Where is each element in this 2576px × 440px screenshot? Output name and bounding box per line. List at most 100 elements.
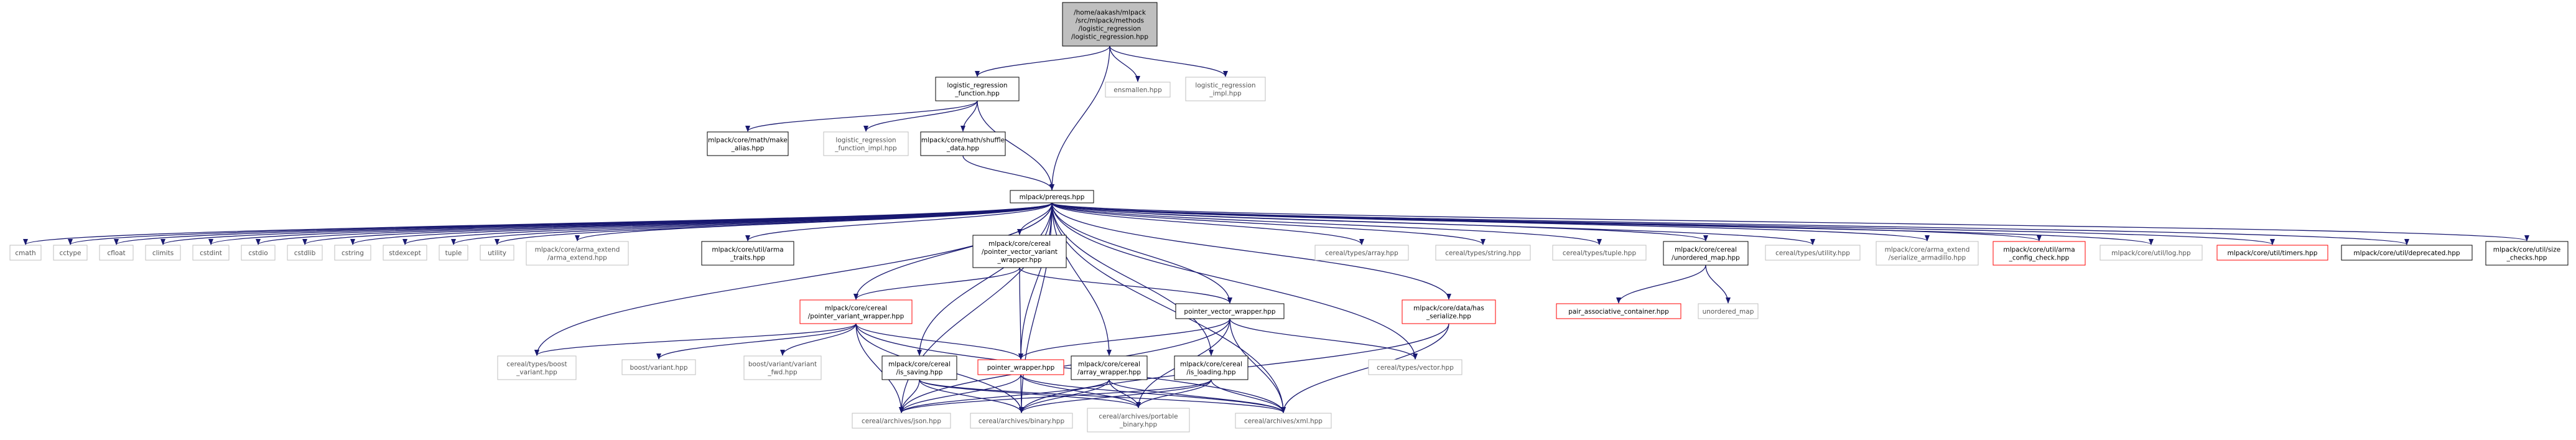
edge-root-to-lrf [975,45,1110,77]
node-box [383,245,427,261]
node-label: pair_associative_container.hpp [1568,308,1669,316]
node-box [1552,245,1647,261]
node-label: _serialize.hpp [1426,313,1471,321]
node-label: _data.hpp [946,145,980,152]
node-box [1062,2,1158,47]
node-array_wrapper[interactable]: mlpack/core/cereal/array_wrapper.hpp [1071,355,1148,380]
node-box [1010,190,1094,204]
node-box [701,241,794,266]
node-label: cereal/archives/binary.hpp [979,418,1065,425]
node-ct_vector: cereal/types/vector.hpp [1368,359,1462,375]
node-label: mlpack/core/math/make [708,137,788,144]
node-unordered_map: unordered_map [1698,303,1759,319]
node-unordered_map_hpp[interactable]: mlpack/core/cereal/unordered_map.hpp [1663,241,1749,266]
node-cstring: cstring [334,245,371,261]
node-pvw[interactable]: mlpack/core/cereal/pointer_variant_wrapp… [799,299,913,324]
edge-root-to-prereqs [1049,45,1110,190]
node-label: cereal/types/array.hpp [1325,250,1398,257]
node-label: _variant.hpp [516,369,557,377]
node-cstdlib: cstdlib [287,245,323,261]
edge-pvvw-to-pw [1018,267,1023,360]
node-box [743,355,822,380]
node-stdexcept: stdexcept [383,245,427,261]
node-label: _wrapper.hpp [997,256,1041,264]
node-pvecw[interactable]: pointer_vector_wrapper.hpp [1175,303,1285,319]
node-arma_traits[interactable]: mlpack/core/util/arma_traits.hpp [701,241,794,266]
node-root[interactable]: /home/aakash/mlpack/src/mlpack/methods/l… [1062,2,1158,47]
nodes-layer: /home/aakash/mlpack/src/mlpack/methods/l… [9,2,2569,433]
node-ca_portable: cereal/archives/portable_binary.hpp [1087,408,1190,433]
edge-pvecw-to-pw [1018,318,1230,360]
node-label: cstdio [248,250,267,257]
node-arma_config[interactable]: mlpack/core/util/arma_config_check.hpp [1992,241,2086,266]
edge-prereqs-to-is_saving [917,202,1053,356]
node-box [1368,359,1462,375]
node-is_loading[interactable]: mlpack/core/cereal/is_loading.hpp [1174,355,1248,380]
node-label: boost/variant/variant [748,361,817,368]
node-label: mlpack/core/util/arma [712,246,783,254]
node-box [1185,77,1266,101]
node-pw[interactable]: pointer_wrapper.hpp [977,359,1064,375]
node-utility: utility [480,245,514,261]
edge-pvvw-to-pvecw [1019,267,1232,304]
edge-prereqs-to-pvecw [1051,202,1232,304]
node-label: mlpack/core/arma_extend [1885,246,1970,254]
node-label: cctype [59,250,81,257]
node-box [1174,355,1248,380]
node-label: cereal/types/utility.hpp [1775,250,1850,257]
node-label: _function.hpp [954,90,1000,98]
node-label: unordered_map [1703,308,1754,316]
node-boost_variant: boost/variant.hpp [621,359,696,375]
node-box [145,245,181,261]
edge-prereqs-to-cctype [68,202,1053,245]
node-pac[interactable]: pair_associative_container.hpp [1556,303,1681,319]
edge-is_loading-to-ca_portable [1136,379,1212,408]
edge-pw-to-ca_json [899,374,1021,413]
node-label: cstdint [200,250,222,257]
edge-prereqs-to-timers [1051,202,2275,245]
node-label: /array_wrapper.hpp [1077,369,1141,377]
node-label: cmath [15,250,35,257]
node-cstdint: cstdint [192,245,230,261]
node-is_saving[interactable]: mlpack/core/cereal/is_saving.hpp [881,355,957,380]
node-timers[interactable]: mlpack/core/util/timers.hpp [2216,245,2328,261]
node-cstdio: cstdio [241,245,276,261]
edge-prereqs-to-size_checks [1051,202,2529,241]
node-label: /logistic_regression.hpp [1071,34,1148,41]
edge-pvw-to-ca_xml [855,323,1286,413]
node-has_serialize[interactable]: mlpack/core/data/has_serialize.hpp [1402,299,1496,324]
node-box [1402,299,1496,324]
edge-prereqs-to-has_serialize [1051,202,1451,300]
edge-is_loading-to-ca_xml [1211,379,1286,413]
node-label: /home/aakash/mlpack [1074,9,1146,17]
node-ct_array: cereal/types/array.hpp [1314,245,1409,261]
node-box [1071,355,1148,380]
node-make_alias[interactable]: mlpack/core/math/make_alias.hpp [707,131,789,156]
node-pvvw[interactable]: mlpack/core/cereal/pointer_vector_varian… [972,235,1067,268]
node-box [497,355,577,380]
node-prereqs[interactable]: mlpack/prereqs.hpp [1010,190,1094,204]
node-label: pointer_vector_wrapper.hpp [1184,308,1275,316]
node-label: mlpack/core/util/size [2493,246,2560,254]
node-ct_string: cereal/types/string.hpp [1435,245,1531,261]
node-boost_variant_fwd: boost/variant/variant_fwd.hpp [743,355,822,380]
node-label: tuple [445,250,462,257]
node-box [1556,303,1681,319]
node-box [1175,303,1285,319]
edge-lrf-to-lrf_impl [863,100,978,132]
node-label: /unordered_map.hpp [1672,255,1740,262]
node-label: cereal/archives/json.hpp [862,418,941,425]
node-label: cereal/archives/xml.hpp [1244,418,1323,425]
node-box [439,245,468,261]
node-shuffle[interactable]: mlpack/core/math/shuffle_data.hpp [920,131,1006,156]
node-size_checks[interactable]: mlpack/core/util/size_checks.hpp [2485,241,2569,266]
node-label: /arma_extend.hpp [547,255,607,262]
node-box [799,299,913,324]
node-label: mlpack/core/util/log.hpp [2111,250,2191,257]
node-label: logistic_regression [835,137,896,144]
node-label: _alias.hpp [731,145,765,152]
node-deprecated[interactable]: mlpack/core/util/deprecated.hpp [2341,245,2473,261]
node-lrf[interactable]: logistic_regression_function.hpp [935,77,1020,101]
node-label: pointer_wrapper.hpp [987,364,1055,372]
node-label: /serialize_armadillo.hpp [1889,255,1966,262]
